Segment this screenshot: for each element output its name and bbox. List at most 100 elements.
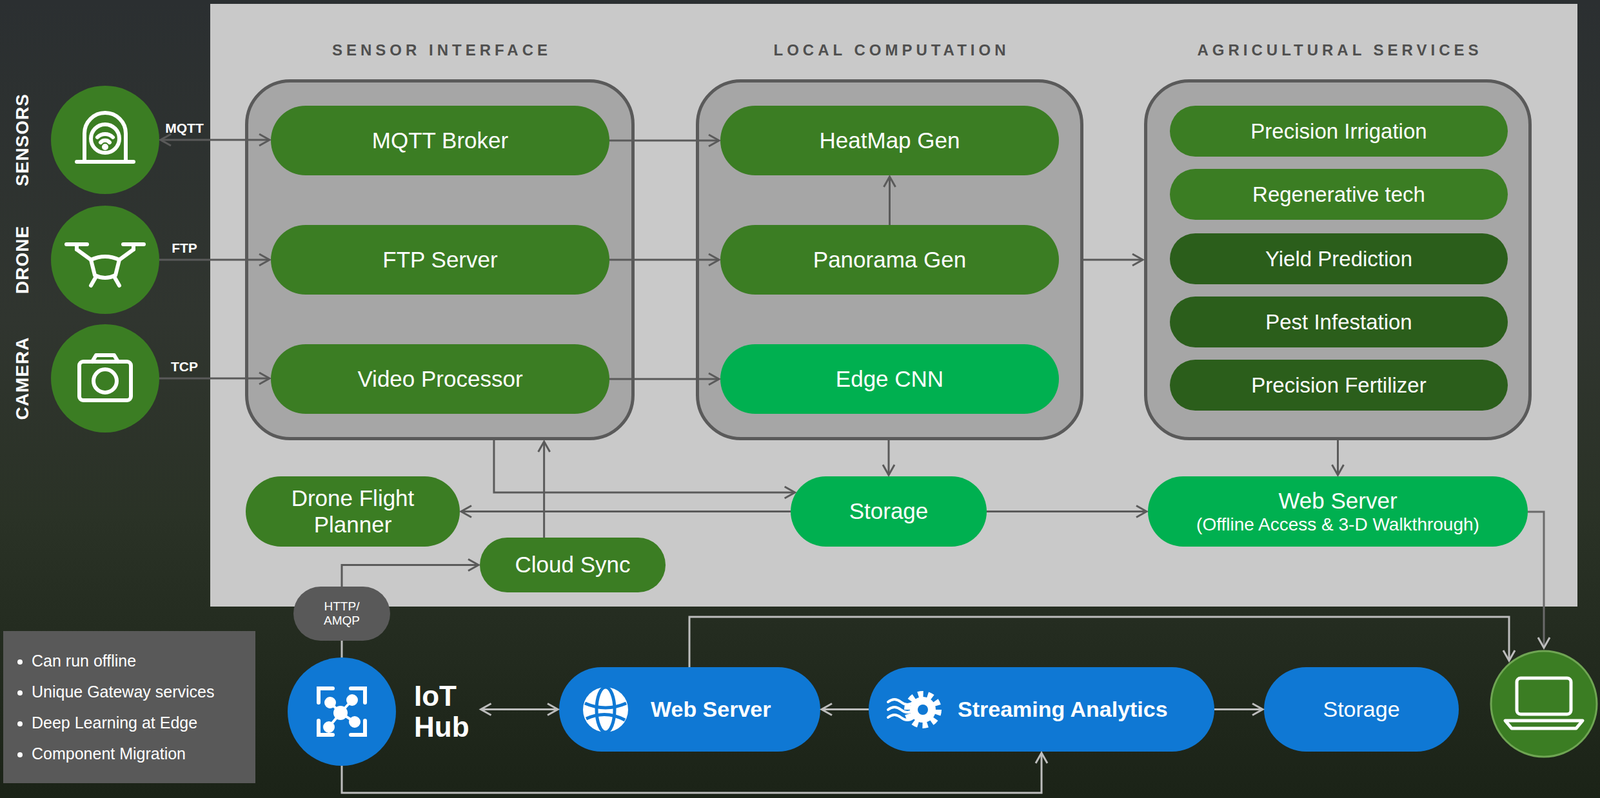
arrow-head: [538, 441, 551, 453]
connector: [341, 753, 1048, 794]
edge-label-holder: MQTT: [165, 120, 204, 137]
source-circle: SENSORS: [50, 85, 160, 195]
connector-line: [341, 753, 1042, 794]
iot-hub-node: IoT Hub: [287, 657, 476, 767]
arrow-head: [784, 486, 796, 499]
box-label: Yield Prediction: [1265, 246, 1413, 272]
connector-line: [160, 139, 270, 142]
box-label: Panorama Gen: [813, 246, 967, 273]
connector: [341, 559, 479, 588]
gateway-panel: [210, 3, 1578, 607]
web-server-pill: Web Server(Offline Access & 3-D Walkthro…: [1147, 476, 1528, 547]
edge-label-holder: FTP: [171, 240, 198, 257]
box-label: Streaming Analytics: [957, 697, 1168, 723]
process-pill: Edge CNN: [720, 344, 1059, 415]
box-label: Storage: [1322, 697, 1400, 723]
connector: [160, 134, 270, 146]
connector: [609, 373, 720, 386]
connector-line: [821, 708, 869, 711]
connector-line: [461, 510, 791, 513]
service-pill: Regenerative tech: [1169, 168, 1508, 220]
note-item: Deep Learning at Edge: [31, 707, 249, 739]
box-label: Drone Flight Planner: [272, 485, 434, 538]
arrow-head: [259, 372, 270, 385]
connector: [884, 176, 896, 226]
connector: [341, 641, 343, 658]
process-pill: MQTT Broker: [270, 105, 610, 176]
box-label: Precision Fertilizer: [1251, 373, 1426, 398]
box-label: MQTT Broker: [372, 127, 509, 154]
vertical-label: SENSORS: [12, 93, 33, 187]
note-list: Can run offlineUnique Gateway servicesDe…: [3, 631, 256, 770]
arrow-head: [259, 134, 270, 146]
group-container: SENSOR INTERFACEMQTT BrokerFTP ServerVid…: [245, 79, 635, 441]
cloud-pill: Streaming Analytics: [868, 667, 1215, 752]
note-text: Can run offline: [31, 651, 137, 671]
note-text: Deep Learning at Edge: [31, 713, 198, 732]
arrow-head: [1252, 704, 1263, 716]
camera-icon: [50, 324, 160, 433]
connector: [493, 440, 796, 499]
connector: [481, 704, 558, 716]
box-sublabel: (Offline Access & 3-D Walkthrough): [1196, 514, 1480, 536]
arrow-head: [468, 559, 479, 572]
sensor-icon: [50, 85, 160, 195]
cloud-pill: Storage: [1264, 667, 1459, 752]
group-heading: SENSOR INTERFACE: [328, 41, 552, 59]
arrow-head: [1035, 753, 1048, 764]
laptop-screen: [1516, 678, 1571, 715]
box-label: Cloud Sync: [515, 552, 631, 578]
protocol-label: TCP: [170, 359, 198, 375]
laptop-circle: [1491, 651, 1597, 758]
globe-icon: [579, 684, 632, 736]
connector-line: [1214, 708, 1263, 711]
group-container: LOCAL COMPUTATIONHeatMap GenPanorama Gen…: [695, 79, 1084, 441]
source-circle: DRONE: [50, 205, 160, 315]
process-pill: Panorama Gen: [720, 225, 1059, 295]
gear-icon: [885, 684, 944, 736]
hub-label: IoT Hub: [414, 681, 470, 744]
arrow-head: [1538, 637, 1550, 649]
connector-line: [1336, 440, 1339, 476]
box-label: Storage: [849, 498, 929, 525]
connector: [159, 372, 270, 385]
label-holder: DRONE: [12, 225, 33, 295]
drone-icon: [50, 205, 160, 315]
box-label: Regenerative tech: [1252, 182, 1426, 208]
note-text: Component Migration: [31, 744, 186, 763]
source-circle: CAMERA: [50, 324, 160, 433]
arrow-head: [160, 134, 171, 146]
connector: [461, 506, 791, 518]
connector-line: [481, 708, 558, 711]
box-label: Video Processor: [357, 366, 523, 393]
note-text: Unique Gateway services: [31, 682, 215, 702]
connector: [609, 254, 720, 266]
arrow-head: [708, 134, 720, 147]
connector-line: [888, 440, 890, 476]
arrow-head: [821, 704, 832, 716]
box-label: FTP Server: [382, 246, 498, 273]
box-label: Precision Irrigation: [1250, 119, 1427, 144]
laptop-base: [1505, 720, 1583, 729]
vertical-label: DRONE: [12, 225, 33, 295]
box-label: HTTP/ AMQP: [323, 599, 360, 629]
connector-line: [493, 440, 796, 493]
connector: [159, 254, 270, 266]
note-item: Unique Gateway services: [31, 676, 249, 708]
connector-line: [888, 176, 891, 226]
note-item: Can run offline: [31, 645, 249, 677]
box-label: Web Server: [1278, 488, 1397, 514]
arrow-head: [708, 254, 720, 266]
connector: [538, 441, 551, 538]
heading-holder: LOCAL COMPUTATION: [695, 41, 1084, 60]
wire: [1527, 512, 1544, 648]
connector-line: [986, 510, 1147, 513]
cloud-pill: Web Server: [559, 667, 821, 752]
protocol-label: FTP: [171, 240, 198, 256]
wire: [689, 617, 1510, 668]
connector: [1332, 440, 1344, 476]
service-pill: Precision Irrigation: [1169, 105, 1508, 157]
connector-line: [159, 259, 270, 262]
connector-line: [609, 259, 720, 262]
group-heading: LOCAL COMPUTATION: [770, 41, 1010, 59]
